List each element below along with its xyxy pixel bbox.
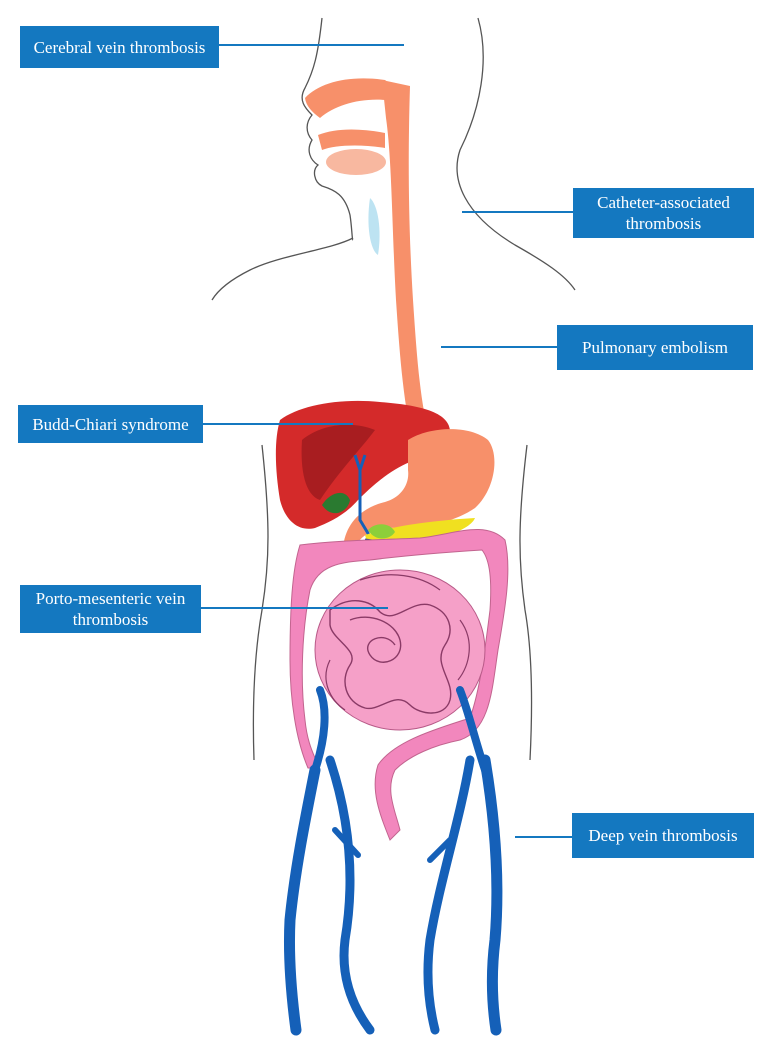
head-airway: [305, 78, 395, 255]
stomach: [343, 429, 495, 548]
label-deep-vein-thrombosis: Deep vein thrombosis: [572, 813, 754, 858]
esophagus: [382, 80, 430, 450]
gallbladder: [322, 492, 350, 514]
leader-porto-mesenteric: [201, 607, 388, 609]
label-cerebral-vein-thrombosis: Cerebral vein thrombosis: [20, 26, 219, 68]
leader-dvt: [515, 836, 572, 838]
label-pulmonary-embolism: Pulmonary embolism: [557, 325, 753, 370]
label-budd-chiari-syndrome: Budd-Chiari syndrome: [18, 405, 203, 443]
leader-cerebral: [218, 44, 404, 46]
label-catheter-associated-thrombosis: Catheter-associated thrombosis: [573, 188, 754, 238]
pancreas-green: [368, 524, 395, 539]
small-intestine: [314, 569, 486, 731]
leader-pulmonary: [441, 346, 557, 348]
leader-budd-chiari: [203, 423, 353, 425]
body-outline: [211, 17, 576, 761]
label-porto-mesenteric-vein-thrombosis: Porto-mesenteric vein thrombosis: [20, 585, 201, 633]
leader-catheter: [462, 211, 574, 213]
liver-shade: [301, 424, 375, 500]
leg-veins: [283, 686, 503, 1036]
